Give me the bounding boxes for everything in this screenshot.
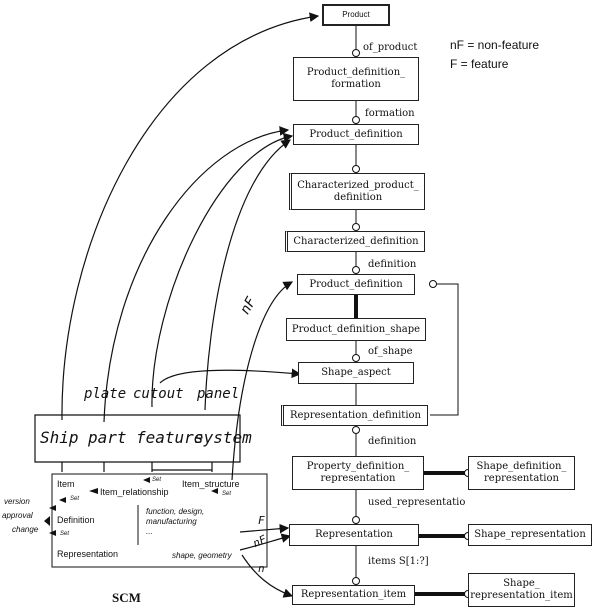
scm-approval: approval (2, 511, 33, 520)
entity-representation-item: Representation_item (292, 585, 415, 605)
label-of-product: of_product (363, 42, 418, 53)
scm-definition: Definition (57, 515, 95, 525)
scm-item-structure: Item_structure (182, 479, 240, 489)
entity-product: Product (322, 4, 390, 26)
scm-shape-geometry: shape, geometry (172, 551, 232, 560)
scm-item-relationship: Item_relationship (100, 487, 169, 497)
entity-shape-definition-representation: Shape_definition_ representation (468, 456, 575, 490)
scm-function-design: function, design, (146, 507, 205, 516)
hand-feature: feature (136, 428, 204, 447)
hand-cutout: cutout (133, 386, 184, 402)
link-pd2-rd-loop (430, 283, 459, 416)
scm-set-4: Set (60, 531, 70, 537)
scm-change: change (12, 525, 39, 534)
scm-version: version (4, 497, 30, 506)
entity-characterized-definition: Characterized_definition (285, 231, 425, 252)
scm-title: SCM (112, 590, 141, 605)
scm-set-1: Set (152, 477, 162, 483)
entity-shape-representation-item: Shape_ representation_item (468, 573, 575, 607)
scm-item: Item (57, 479, 75, 489)
hand-f: F (258, 514, 265, 527)
entity-product-definition-1: Product_definition (293, 124, 419, 145)
scm-representation: Representation (57, 549, 119, 559)
hand-n: n (258, 562, 265, 575)
hand-panel: panel (197, 386, 240, 402)
legend-nf: nF = non-feature (450, 38, 540, 52)
label-used-representation: used_representatio (368, 497, 466, 508)
label-formation: formation (365, 108, 415, 119)
entity-product-definition-shape: Product_definition_shape (286, 318, 426, 341)
entity-representation-definition: Representation_definition (281, 405, 428, 426)
scm-set-2: Set (70, 496, 80, 502)
hand-system: system (194, 428, 252, 447)
entity-product-definition-formation: Product_definition_ formation (293, 57, 419, 101)
label-definition-1: definition (368, 259, 417, 270)
label-items: items S[1:?] (368, 556, 429, 567)
scm-dots: ... (146, 527, 153, 536)
hand-plate: plate (84, 386, 127, 402)
scm-set-3: Set (222, 491, 232, 497)
hand-part: part (88, 428, 127, 447)
entity-property-definition-representation: Property_definition_ representation (292, 456, 424, 490)
entity-shape-aspect: Shape_aspect (298, 362, 414, 384)
entity-product-definition-2: Product_definition (297, 274, 415, 295)
scm-manufacturing: manufacturing (146, 517, 197, 526)
legend-f: F = feature (450, 57, 509, 71)
hand-ship: Ship (40, 428, 79, 447)
entity-characterized-product-definition: Characterized_product_ definition (289, 173, 425, 210)
entity-shape-representation: Shape_representation (468, 524, 592, 546)
label-definition-2: definition (368, 436, 417, 447)
label-of-shape: of_shape (368, 346, 413, 357)
entity-representation: Representation (289, 524, 419, 546)
